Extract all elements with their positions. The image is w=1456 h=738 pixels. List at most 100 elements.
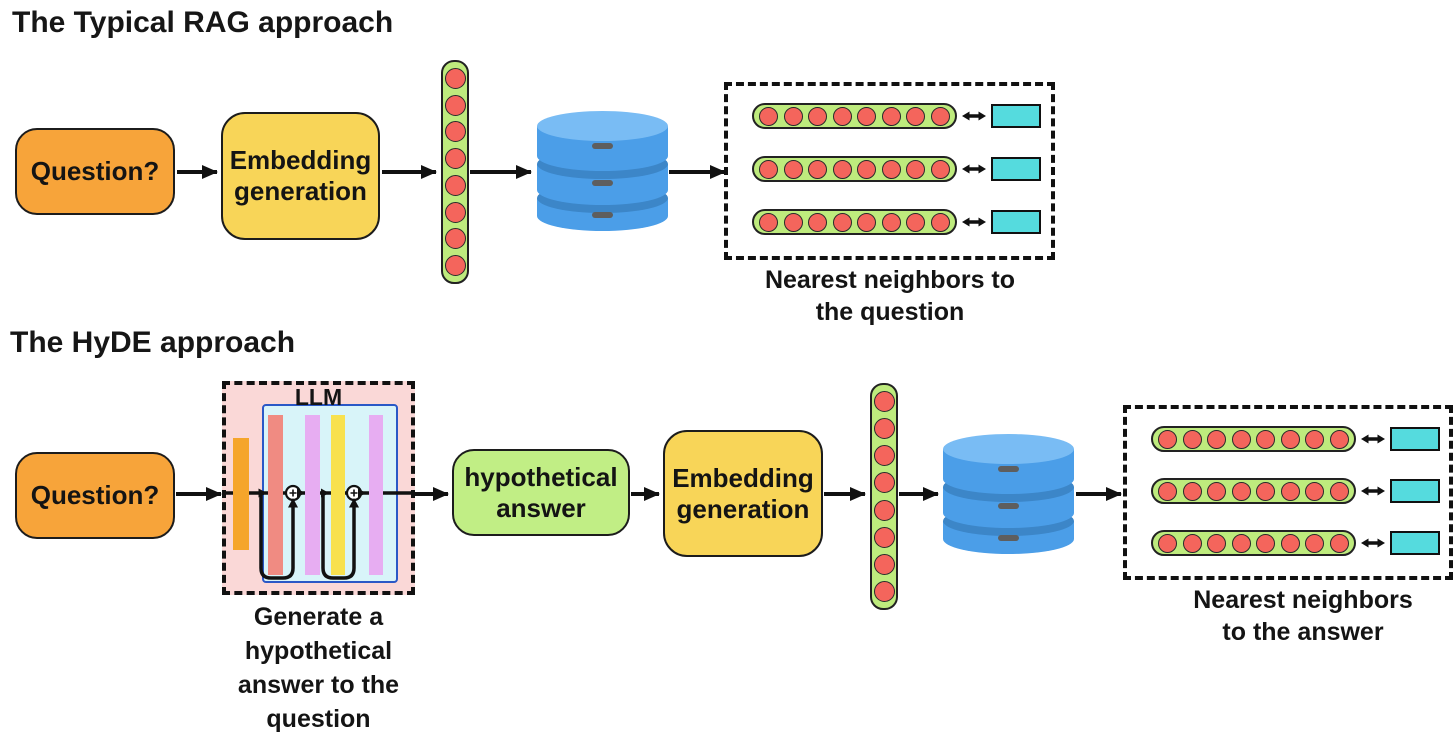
vector-dot [1158, 429, 1178, 449]
vector-dot [1329, 481, 1349, 501]
hyde-llm-caption: Generate a hypothetical answer to the qu… [237, 603, 400, 733]
vector-dot [1207, 429, 1227, 449]
vector-dot [1305, 481, 1325, 501]
vector-dot [808, 159, 828, 179]
similarity-arrow-icon [962, 217, 986, 227]
vector-dot [444, 148, 466, 170]
vector-dot [1256, 481, 1276, 501]
vector-dot [832, 212, 852, 232]
vector-dot [881, 212, 901, 232]
similarity-arrow-icon [962, 164, 986, 174]
vector-dot [873, 553, 895, 575]
vector-dot [444, 174, 466, 196]
vector-dot [1207, 481, 1227, 501]
neighbor-row [1151, 426, 1449, 452]
rag-section-title: The Typical RAG approach [12, 6, 394, 39]
hyde-neighbors-box [1123, 405, 1453, 580]
vector-dot [1280, 429, 1300, 449]
hyde-neighbors-caption: Nearest neighbors to the answer [1193, 586, 1413, 646]
vector-dot [873, 445, 895, 467]
vector-dot [1280, 481, 1300, 501]
vector-dot [1158, 481, 1178, 501]
rag-neighbors-box [724, 82, 1055, 260]
neighbor-embedding-vector [752, 209, 957, 235]
vector-dot [1280, 533, 1300, 553]
vector-dot [906, 159, 926, 179]
vector-dot [783, 212, 803, 232]
neighbor-embedding-vector [752, 156, 957, 182]
hyde-llm-box: LLM [222, 381, 415, 595]
rag-neighbors-caption: Nearest neighbors to the question [764, 266, 1016, 326]
llm-label: LLM [294, 384, 343, 410]
neighbor-row [752, 209, 1051, 235]
vector-dot [1231, 533, 1251, 553]
vector-dot [1305, 533, 1325, 553]
vector-dot [759, 159, 779, 179]
vector-dot [873, 391, 895, 413]
vector-dot [444, 67, 466, 89]
vector-dot [930, 159, 950, 179]
neighbor-row [1151, 478, 1449, 504]
vector-dot [930, 106, 950, 126]
vector-database-icon [537, 111, 668, 232]
hyde-embedding-label: Embedding generation [672, 462, 814, 524]
neighbor-embedding-vector [1151, 530, 1356, 556]
vector-dot [444, 255, 466, 277]
hyde-hypothetical-answer-label: hypothetical answer [464, 461, 618, 523]
vector-dot [881, 159, 901, 179]
neighbor-row [1151, 530, 1449, 556]
vector-dot [1231, 481, 1251, 501]
vector-dot [1231, 429, 1251, 449]
vector-dot [808, 212, 828, 232]
vector-dot [832, 106, 852, 126]
neighbor-row [752, 103, 1051, 129]
hyde-section-title: The HyDE approach [10, 326, 296, 359]
vector-dot [1329, 533, 1349, 553]
hyde-question-label: Question? [30, 480, 160, 510]
vector-dot [906, 106, 926, 126]
vector-dot [857, 212, 877, 232]
vector-dot [759, 212, 779, 232]
similarity-arrow-icon [1361, 538, 1385, 548]
text-chunk [1390, 479, 1440, 503]
vector-dot [1256, 429, 1276, 449]
vector-dot [1158, 533, 1178, 553]
transformer-layers-icon [222, 404, 415, 583]
neighbor-embedding-vector [752, 103, 957, 129]
vector-dot [444, 228, 466, 250]
similarity-arrow-icon [962, 111, 986, 121]
vector-dot [1182, 481, 1202, 501]
neighbor-row [752, 156, 1051, 182]
vector-dot [906, 212, 926, 232]
hyde-hypothetical-answer-box: hypothetical answer [452, 449, 630, 536]
rag-question-label: Question? [30, 156, 160, 186]
vector-dot [1207, 533, 1227, 553]
vector-dot [873, 526, 895, 548]
text-chunk [991, 157, 1041, 181]
vector-dot [832, 159, 852, 179]
vector-dot [1329, 429, 1349, 449]
vector-dot [1256, 533, 1276, 553]
hyde-answer-embedding-vector [870, 383, 898, 610]
vector-dot [873, 499, 895, 521]
vector-dot [1182, 533, 1202, 553]
vector-dot [808, 106, 828, 126]
hyde-question-box: Question? [15, 452, 175, 539]
rag-query-embedding-vector [441, 60, 469, 284]
vector-dot [873, 418, 895, 440]
vector-dot [857, 159, 877, 179]
rag-question-box: Question? [15, 128, 175, 215]
vector-dot [857, 106, 877, 126]
vector-dot [444, 94, 466, 116]
neighbor-embedding-vector [1151, 478, 1356, 504]
rag-embedding-label: Embedding generation [229, 145, 372, 206]
vector-dot [444, 201, 466, 223]
vector-dot [1305, 429, 1325, 449]
vector-dot [881, 106, 901, 126]
text-chunk [991, 210, 1041, 234]
vector-dot [873, 472, 895, 494]
vector-dot [444, 121, 466, 143]
hyde-embedding-box: Embedding generation [663, 430, 823, 557]
similarity-arrow-icon [1361, 434, 1385, 444]
